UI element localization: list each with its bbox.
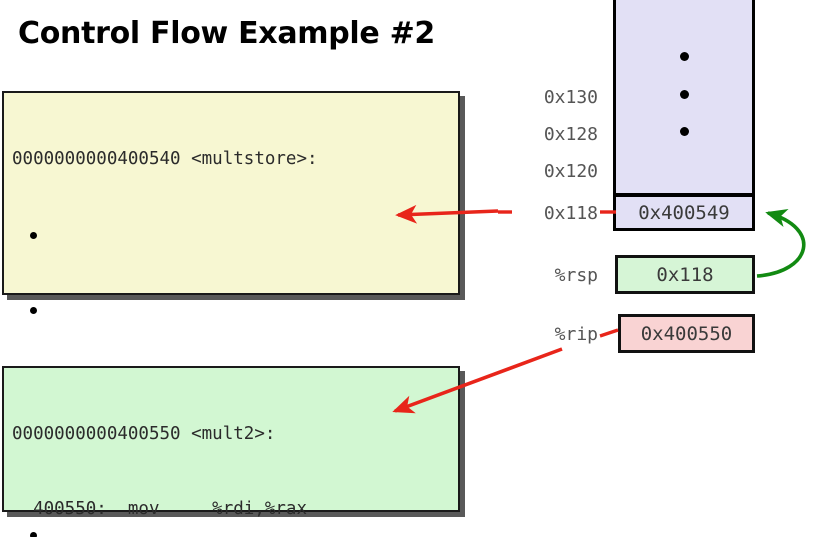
stack-address-label-0x128: 0x128 — [543, 124, 598, 145]
stack-ellipsis-dot — [680, 127, 689, 136]
code-ellipsis-dot — [12, 297, 458, 322]
register-value-rsp: 0x118 — [615, 255, 755, 294]
arrow-tick-rip-right — [599, 328, 619, 338]
code-ellipsis-dot — [12, 522, 458, 537]
stack-ellipsis-dot — [680, 52, 689, 61]
register-value-rip: 0x400550 — [618, 314, 755, 353]
code-line: 400550: mov %rdi,%rax — [12, 499, 308, 519]
stack-address-label-0x120: 0x120 — [543, 161, 598, 182]
arrow-rsp-points-to-stack-top — [756, 209, 806, 278]
stack-address-label-0x118: 0x118 — [543, 203, 598, 224]
stack-address-label-0x130: 0x130 — [543, 87, 598, 108]
code-block-mult2: 0000000000400550 <mult2>: 400550: mov %r… — [2, 366, 460, 519]
stack-ellipsis-dot — [680, 90, 689, 99]
page-title: Control Flow Example #2 — [18, 16, 436, 51]
register-label-rip: %rip — [554, 324, 598, 345]
code-line: 0000000000400550 <mult2>: — [12, 424, 276, 444]
code-line: 0000000000400540 <multstore>: — [12, 149, 318, 169]
code-ellipsis-dot — [12, 222, 458, 247]
code-block-multstore: 0000000000400540 <multstore>: 400544: ca… — [2, 91, 460, 537]
stack-cell-return-address: 0x400549 — [613, 194, 755, 231]
register-label-rsp: %rsp — [554, 265, 598, 286]
